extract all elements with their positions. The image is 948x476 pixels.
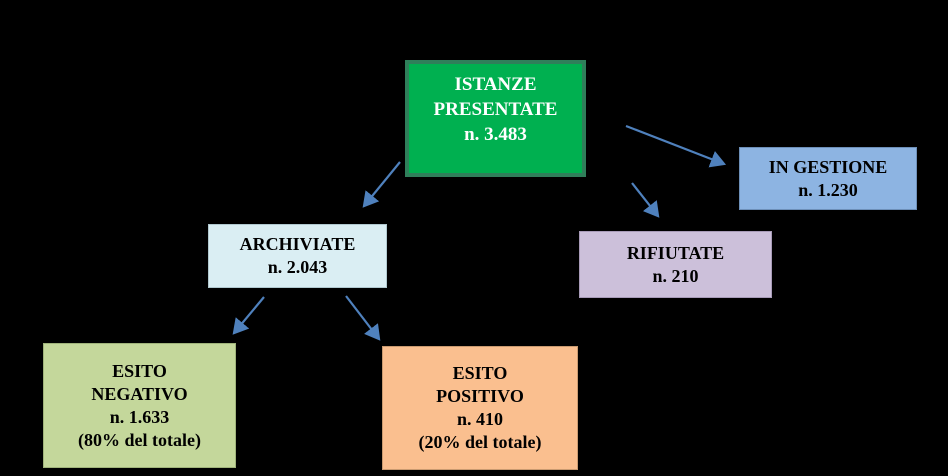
node-count: n. 410 [456, 409, 503, 429]
node-share: (20% del totale) [418, 432, 542, 452]
node-rifiutate: RIFIUTATE n. 210 [579, 231, 772, 298]
node-archiviate: ARCHIVIATE n. 2.043 [208, 224, 387, 288]
node-count: n. 2.043 [267, 257, 328, 277]
node-in-gestione: IN GESTIONE n. 1.230 [739, 147, 917, 210]
node-title: IN GESTIONE [768, 156, 888, 177]
node-title: ESITO [112, 360, 167, 381]
node-share: (80% del totale) [78, 429, 201, 450]
node-count: n. 1.230 [798, 179, 858, 200]
node-istanze-presentate: ISTANZE PRESENTATE n. 3.483 [405, 60, 586, 177]
node-title: POSITIVO [436, 386, 524, 406]
node-count: n. 3.483 [464, 124, 527, 145]
node-title: NEGATIVO [91, 383, 188, 404]
node-count: n. 210 [652, 265, 699, 286]
arrow-archiviate-to-positivo [345, 295, 381, 341]
node-count: n. 1.633 [109, 406, 170, 427]
node-esito-negativo: ESITO NEGATIVO n. 1.633 (80% del totale) [43, 343, 236, 468]
node-title: ISTANZE [454, 74, 537, 95]
arrow-istanze-to-rifiutate [631, 182, 660, 218]
node-title: ESITO [452, 363, 508, 383]
arrow-istanze-to-gestione [625, 124, 727, 168]
node-title: ARCHIVIATE [239, 234, 356, 254]
arrow-archiviate-to-negativo [232, 296, 265, 335]
node-esito-positivo: ESITO POSITIVO n. 410 (20% del totale) [382, 346, 578, 470]
node-title: PRESENTATE [433, 99, 558, 120]
node-title: RIFIUTATE [626, 242, 725, 263]
arrow-istanze-to-archiviate [362, 161, 401, 208]
